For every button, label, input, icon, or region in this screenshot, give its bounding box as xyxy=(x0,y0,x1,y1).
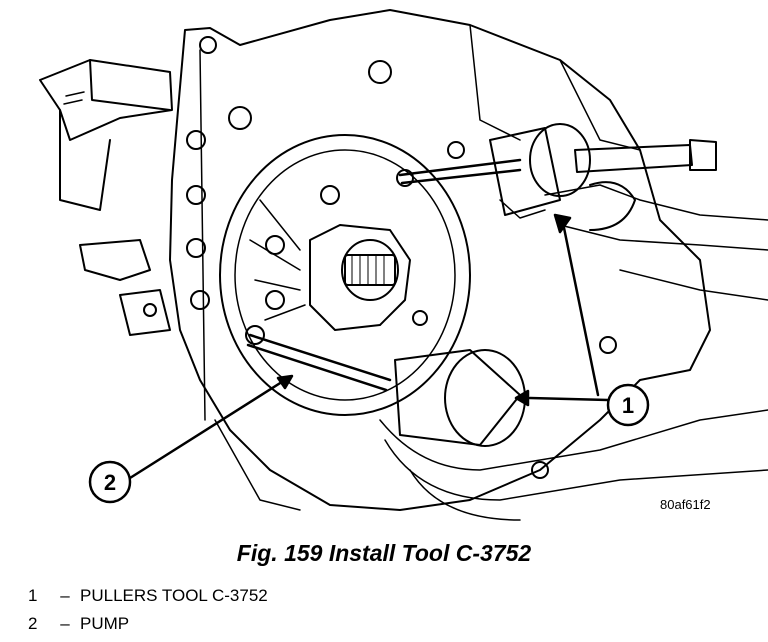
callout-2-marker: 2 xyxy=(88,460,132,504)
legend-item-separator: – xyxy=(60,586,70,605)
puller-tool-lower xyxy=(245,325,526,447)
pump-assembly xyxy=(219,134,471,416)
callout-2-leaders xyxy=(128,374,294,480)
legend-item-label: PULLERS TOOL C-3752 xyxy=(80,586,268,605)
callout-1-number: 1 xyxy=(622,393,634,418)
legend-item: 2 –PUMP xyxy=(28,610,268,638)
puller-tool-upper xyxy=(396,123,717,219)
technician-hands xyxy=(379,181,768,521)
figure-reference-code: 80af61f2 xyxy=(660,497,711,512)
callout-1-marker: 1 xyxy=(606,383,650,427)
transmission-pump-illustration: 1 2 xyxy=(39,9,768,521)
callout-legend: 1 –PULLERS TOOL C-3752 2 –PUMP xyxy=(28,582,268,638)
callout-1-leaders xyxy=(514,213,610,407)
case-bolt-holes xyxy=(186,36,617,479)
legend-item-separator: – xyxy=(60,614,70,633)
callout-2-number: 2 xyxy=(104,470,116,495)
transmission-case xyxy=(169,9,711,511)
legend-item-label: PUMP xyxy=(80,614,130,633)
legend-item: 1 –PULLERS TOOL C-3752 xyxy=(28,582,268,610)
left-bracket xyxy=(39,59,173,336)
legend-item-number: 2 xyxy=(28,614,38,633)
figure-caption: Fig. 159 Install Tool C-3752 xyxy=(236,540,532,566)
legend-item-number: 1 xyxy=(28,586,38,605)
